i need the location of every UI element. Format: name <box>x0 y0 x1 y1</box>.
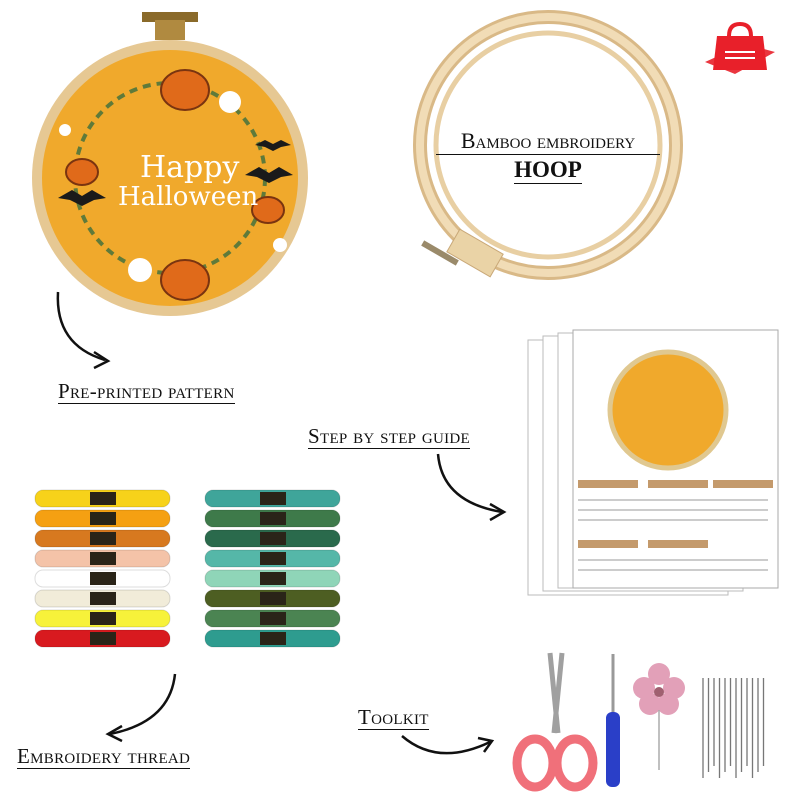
guide-sheets-image <box>527 329 779 596</box>
thread-skein-left <box>34 549 171 568</box>
hoop-label: Bamboo embroidery HOOP <box>436 128 660 184</box>
arrow-thread-icon <box>105 673 177 743</box>
thread-skein-right <box>204 529 341 548</box>
thread-skein-left <box>34 589 171 608</box>
pattern-text-happy: Happy <box>140 150 240 185</box>
thread-skein-left <box>34 569 171 588</box>
arrow-guide-icon <box>436 453 507 522</box>
scissors-icon <box>512 652 598 792</box>
guide-label: Step by step guide <box>308 424 470 449</box>
hoop-label-line1: Bamboo embroidery <box>436 128 660 155</box>
thread-skein-left <box>34 609 171 628</box>
thread-skein-right <box>204 509 341 528</box>
thread-skein-right <box>204 589 341 608</box>
thread-skein-right <box>204 569 341 588</box>
thread-skein-left <box>34 489 171 508</box>
needle-threader-icon <box>633 663 685 770</box>
thread-skein-right <box>204 609 341 628</box>
thread-skein-right <box>204 489 341 508</box>
arrow-toolkit-icon <box>401 735 495 755</box>
thread-label: Embroidery thread <box>17 744 191 769</box>
shopping-bag-logo-icon <box>705 21 775 74</box>
pattern-label: Pre-printed pattern <box>58 379 235 404</box>
thread-skein-left <box>34 529 171 548</box>
toolkit-label: Toolkit <box>358 705 429 730</box>
thread-skein-left <box>34 509 171 528</box>
arrow-pattern-icon <box>56 291 111 370</box>
thread-skein-right <box>204 629 341 648</box>
thread-skein-left <box>34 629 171 648</box>
bamboo-hoop-image <box>413 10 683 280</box>
needles-icon <box>702 678 765 778</box>
seam-ripper-icon <box>606 654 620 787</box>
pattern-text-halloween: Halloween <box>118 182 259 212</box>
embroidery-threads-image <box>34 489 341 648</box>
hoop-label-line2: HOOP <box>514 157 582 184</box>
pattern-hoop-image <box>32 12 308 316</box>
thread-skein-right <box>204 549 341 568</box>
